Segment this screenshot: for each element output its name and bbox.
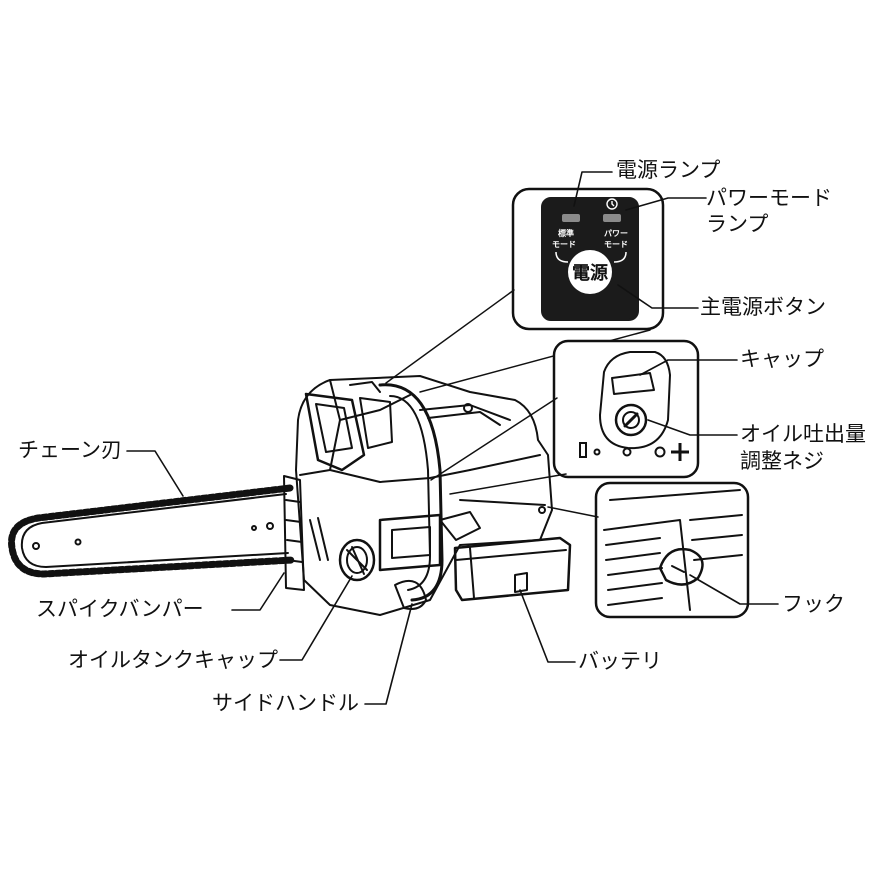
label-power-mode-lamp-2: ランプ xyxy=(706,212,769,236)
label-spike-bumper: スパイクバンパー xyxy=(36,597,204,621)
saw-body xyxy=(295,375,553,616)
main-power-button-shape xyxy=(568,250,612,294)
hook-callout xyxy=(547,481,750,619)
spike-bumper-part xyxy=(283,475,305,591)
oil-tank-cap-part xyxy=(338,538,376,582)
standard-mode-label-1: 標準 xyxy=(558,228,574,238)
power-mode-label-1: パワー xyxy=(604,228,628,238)
label-chain-blade: チェーン刃 xyxy=(18,438,122,462)
label-power-lamp: 電源ランプ xyxy=(616,158,721,182)
oil-adjust-callout xyxy=(430,339,700,495)
label-main-power-button: 主電源ボタン xyxy=(700,295,826,319)
power-lamp-indicator xyxy=(562,214,580,222)
label-battery: バッテリ xyxy=(578,649,662,673)
standard-mode-label-2: モード xyxy=(552,240,576,249)
label-cap: キャップ xyxy=(740,347,824,371)
battery-part xyxy=(453,536,572,602)
power-mode-label-2: モード xyxy=(604,240,628,249)
top-handle xyxy=(378,383,444,602)
power-mode-lamp-indicator xyxy=(603,214,621,222)
leader-lines xyxy=(126,171,779,705)
chain-blade-bar xyxy=(8,484,296,578)
timer-icon xyxy=(606,198,618,210)
oil-max-icon xyxy=(671,443,689,461)
main-power-button-text: 電源 xyxy=(572,262,608,284)
label-oil-tank-cap: オイルタンクキャップ xyxy=(68,648,278,672)
oil-scale xyxy=(579,442,689,461)
label-oil-adjust-2: 調整ネジ xyxy=(740,449,824,473)
label-hook: フック xyxy=(782,592,845,616)
oil-min-icon xyxy=(579,442,587,458)
label-power-mode-lamp-1: パワーモード xyxy=(706,186,832,210)
side-handle-part xyxy=(394,580,427,610)
label-oil-adjust-1: オイル吐出量 xyxy=(740,422,866,446)
label-side-handle: サイドハンドル xyxy=(212,691,359,715)
panel-internals: 標準 モード パワー モード 電源 xyxy=(552,198,628,294)
